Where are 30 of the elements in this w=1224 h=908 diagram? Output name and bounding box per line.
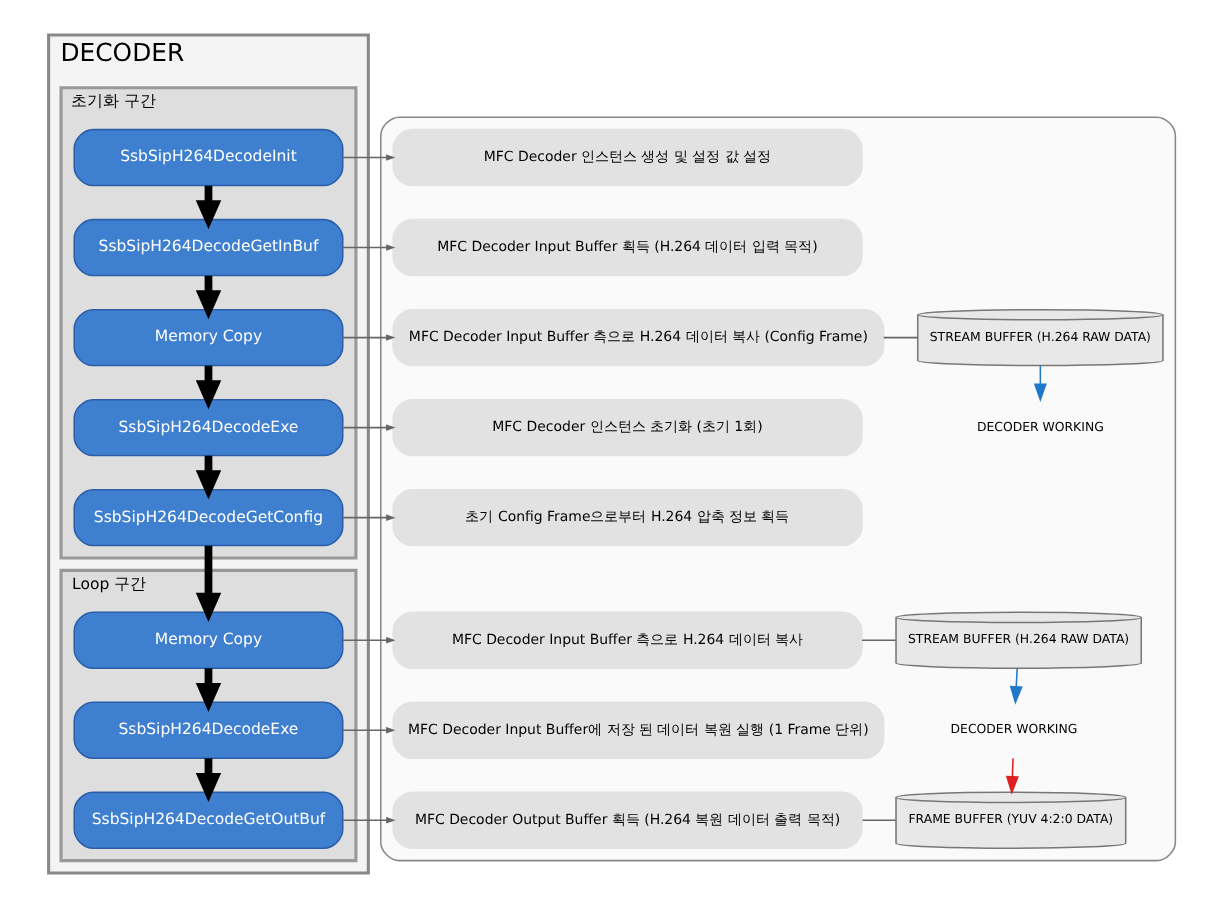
arrow xyxy=(342,154,396,161)
arrow xyxy=(1009,667,1023,705)
cluster xyxy=(379,116,1177,862)
arrow xyxy=(195,455,222,500)
arrow xyxy=(342,424,396,431)
node-box: SsbSipH264DecodeInit xyxy=(73,128,344,187)
node-box: SsbSipH264DecodeGetConfig xyxy=(73,488,344,547)
arrow xyxy=(195,275,222,320)
connector xyxy=(861,639,897,641)
arrow xyxy=(195,185,222,230)
arrow xyxy=(342,334,396,341)
arrow xyxy=(342,514,396,521)
connector xyxy=(861,819,897,822)
arrow xyxy=(342,636,396,644)
arrow xyxy=(342,817,396,824)
node-box: Memory Copy xyxy=(73,308,344,367)
arrow xyxy=(342,244,396,251)
node-box: SsbSipH264DecodeExe xyxy=(73,701,344,759)
node-box: SsbSipH264DecodeGetInBuf xyxy=(73,218,344,277)
arrow xyxy=(195,758,222,803)
arrow xyxy=(195,365,222,410)
node-box: Memory Copy xyxy=(73,611,344,669)
arrow xyxy=(195,545,222,622)
node-box: SsbSipH264DecodeExe xyxy=(73,398,344,457)
connector xyxy=(882,336,919,339)
arrow xyxy=(1033,364,1047,403)
arrow xyxy=(342,727,396,734)
arrow xyxy=(195,668,222,712)
arrow xyxy=(1005,757,1019,795)
node-box: SsbSipH264DecodeGetOutBuf xyxy=(73,791,344,849)
